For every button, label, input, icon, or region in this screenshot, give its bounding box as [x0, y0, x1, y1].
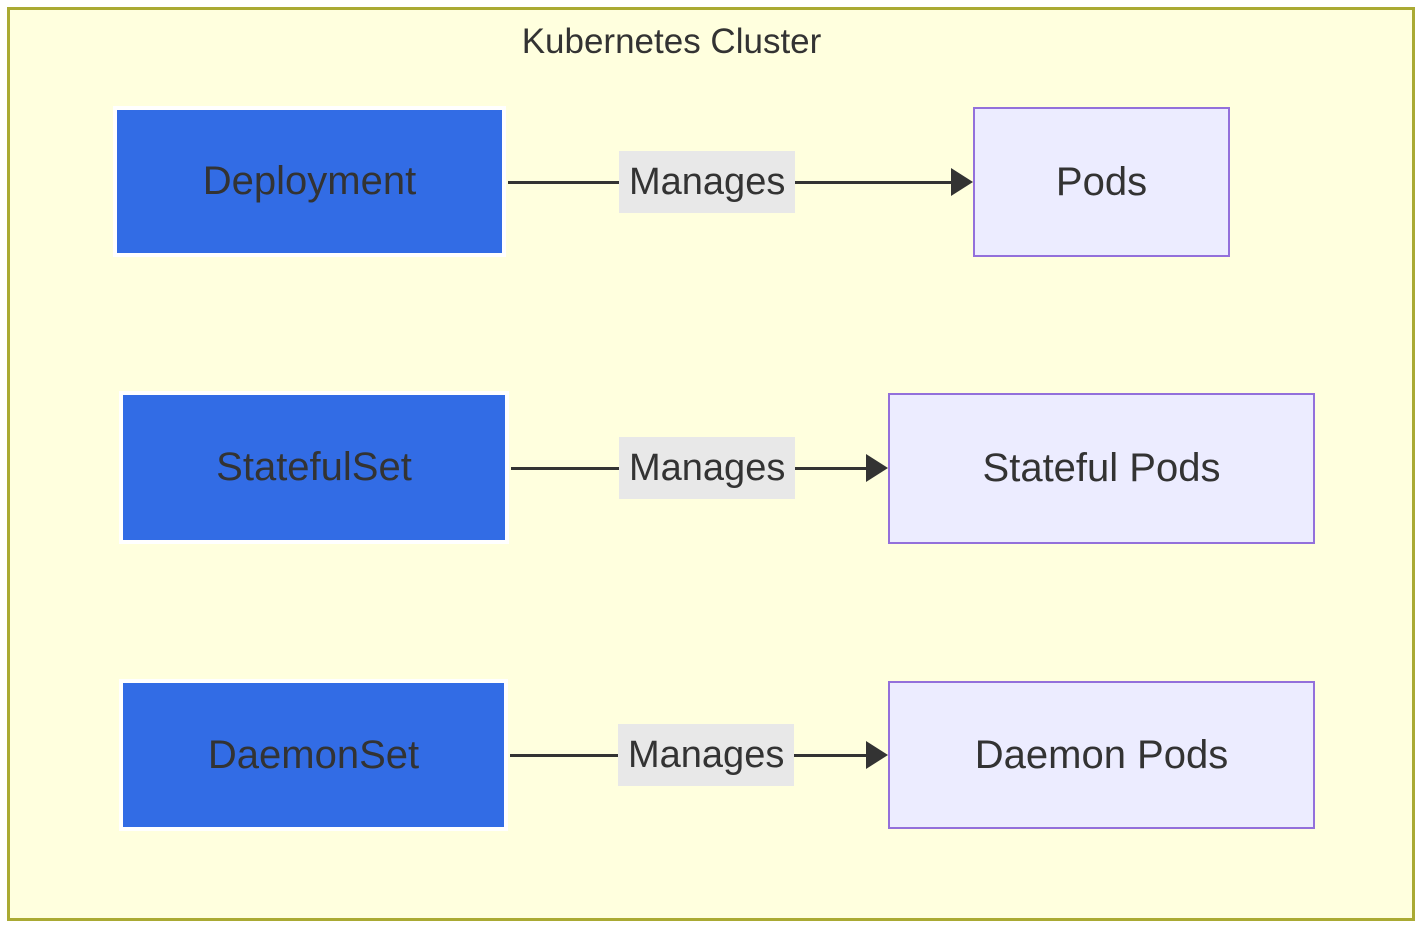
edge-label-text: Manages — [629, 160, 786, 203]
node-stateful-pods: Stateful Pods — [888, 393, 1315, 544]
arrowhead-icon — [866, 454, 888, 482]
node-deployment-label: Deployment — [202, 159, 417, 203]
cluster-title: Kubernetes Cluster — [521, 22, 822, 61]
node-daemonset-label: DaemonSet — [207, 732, 420, 777]
edge-label-manages: Manages — [619, 151, 796, 213]
node-stateful-pods-label: Stateful Pods — [982, 446, 1221, 490]
edge-label-manages: Manages — [619, 437, 796, 499]
edge-label-text: Manages — [628, 733, 785, 776]
node-daemonset: DaemonSet — [119, 679, 508, 831]
node-daemon-pods-label: Daemon Pods — [974, 732, 1229, 777]
edge-label-text: Manages — [629, 446, 786, 489]
node-pods: Pods — [973, 107, 1230, 257]
node-daemon-pods: Daemon Pods — [888, 681, 1315, 829]
arrowhead-icon — [951, 168, 973, 196]
node-statefulset-label: StatefulSet — [216, 445, 412, 489]
edge-label-manages: Manages — [618, 724, 795, 786]
arrowhead-icon — [866, 741, 888, 769]
node-deployment: Deployment — [113, 106, 506, 257]
node-pods-label: Pods — [1055, 159, 1148, 204]
node-statefulset: StatefulSet — [119, 391, 509, 544]
